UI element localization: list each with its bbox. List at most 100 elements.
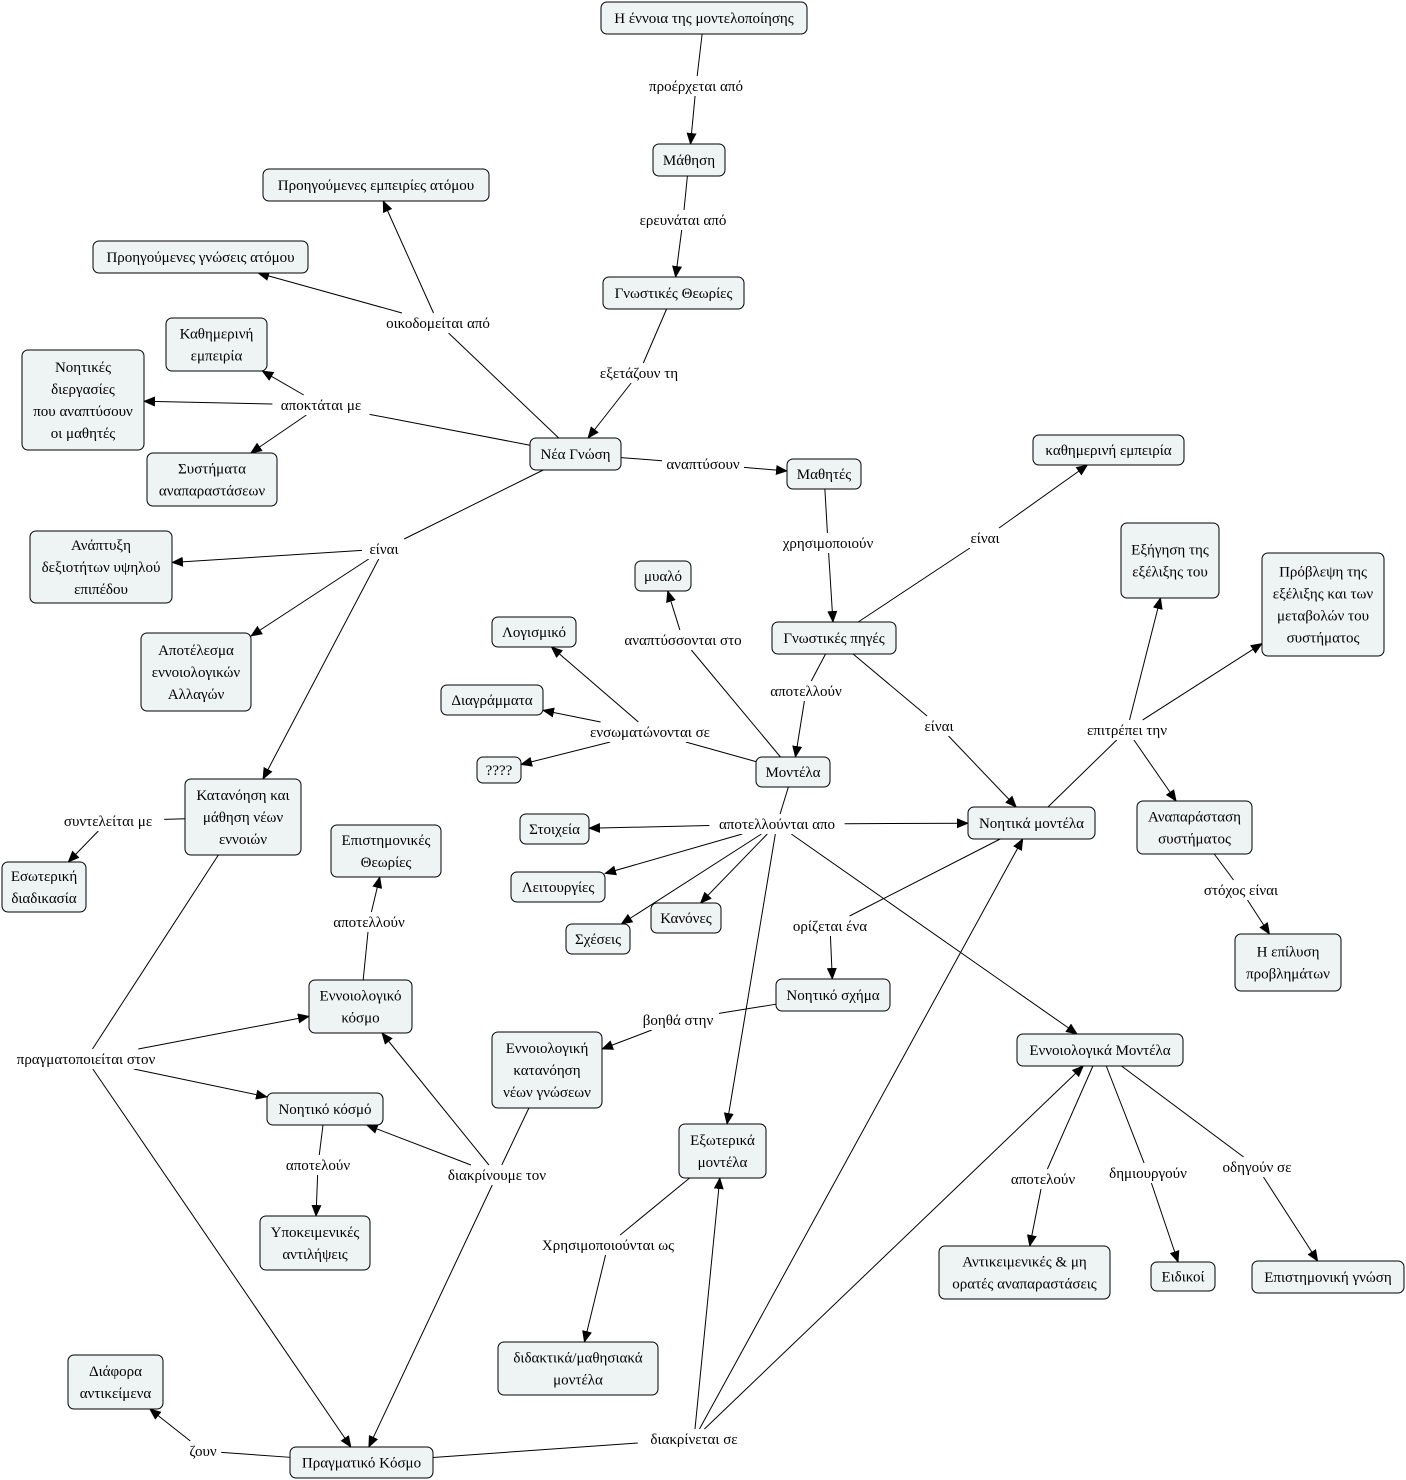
concept-node[interactable]: καθημερινή εμπειρία	[1032, 434, 1185, 466]
linking-phrase-text: ορίζεται ένα	[793, 919, 867, 935]
concept-box	[1234, 933, 1342, 992]
concept-node[interactable]: Σχέσεις	[565, 923, 631, 955]
concept-node[interactable]: Προηγούμενες γνώσεις ατόμου	[92, 240, 309, 274]
concept-node[interactable]: Νοητικό κόσμό	[266, 1092, 384, 1126]
concept-box	[519, 813, 590, 845]
connection-line	[779, 786, 789, 815]
concept-node[interactable]: Κανόνες	[650, 902, 722, 934]
connection-line	[369, 413, 531, 446]
concept-box	[1150, 1261, 1216, 1292]
concept-text-line: Νοητικές	[55, 360, 111, 376]
concept-node[interactable]: ????	[476, 756, 522, 784]
connection-line	[824, 488, 828, 534]
concept-text-line: καθημερινή εμπειρία	[1045, 443, 1171, 459]
connection-line	[501, 1107, 530, 1166]
connection-line	[448, 332, 560, 439]
connection-line	[171, 549, 363, 567]
concept-text-line: Νέα Γνώση	[541, 447, 611, 463]
linking-phrase-text: διακρίνουμε τον	[448, 1168, 546, 1184]
connection-line	[370, 876, 383, 913]
concept-node[interactable]: Πραγματικό Κόσμο	[289, 1446, 434, 1479]
connection-line	[382, 200, 434, 314]
connection-line	[520, 741, 611, 767]
concept-box	[771, 621, 897, 655]
concept-node[interactable]: Εννοιολογικά Μοντέλα	[1016, 1033, 1184, 1067]
concept-node[interactable]: μυαλό	[634, 560, 692, 592]
connection-line	[257, 271, 403, 314]
concept-node[interactable]: Γνωστικές Θεωρίες	[602, 276, 745, 310]
connection-line	[550, 646, 639, 723]
linking-phrase-text: αποκτάται με	[281, 398, 361, 414]
concept-text-line: κόσμο	[341, 1011, 379, 1027]
connection-line	[403, 469, 544, 540]
concept-text-line: Λειτουργίες	[522, 880, 595, 896]
connection-line	[542, 707, 601, 723]
connection-line	[826, 935, 837, 980]
concept-node[interactable]: Μαθητές	[786, 458, 862, 490]
connection-line	[723, 833, 776, 1125]
concept-node[interactable]: Στοιχεία	[519, 813, 590, 845]
concept-text-line: Διαγράμματα	[451, 693, 532, 709]
concept-text-line: Ειδικοί	[1161, 1270, 1204, 1286]
linking-phrase: αποτελούν	[281, 1156, 355, 1175]
linking-phrase: είναι	[918, 717, 960, 736]
connection-line	[696, 33, 703, 77]
concept-node[interactable]: Λογισμικό	[491, 616, 577, 648]
concept-box	[330, 824, 442, 878]
connection-lines	[67, 33, 1319, 1458]
concept-node[interactable]: Διαγράμματα	[440, 684, 544, 716]
concept-node[interactable]: Η έννοια της μοντελοποίησης	[600, 1, 808, 35]
concept-node[interactable]: Λειτουργίες	[510, 871, 606, 903]
concept-node[interactable]: Ειδικοί	[1150, 1261, 1216, 1292]
concept-box	[1016, 1033, 1184, 1067]
concept-node[interactable]: Μάθηση	[652, 143, 726, 177]
concept-text-line: μεταβολών του	[1277, 609, 1369, 625]
concept-node[interactable]: Νοητικό σχήμα	[775, 978, 891, 1012]
connection-line	[604, 833, 743, 876]
concept-text-line: Υποκειμενικές	[271, 1225, 360, 1241]
concept-node[interactable]: Επιστημονική γνώση	[1251, 1260, 1405, 1294]
concept-node[interactable]: Γνωστικές πηγές	[771, 621, 897, 655]
connection-line	[587, 382, 632, 439]
linking-phrase: ζουν	[185, 1442, 221, 1461]
concept-box	[967, 806, 1096, 840]
concept-node[interactable]: Μοντέλα	[755, 756, 831, 788]
linking-phrase: αποτελλούν	[329, 913, 409, 932]
concept-text-line: Εξωτερικά	[690, 1133, 755, 1149]
connection-line	[1026, 1188, 1042, 1247]
connection-line	[133, 1068, 268, 1100]
linking-phrase: είναι	[964, 529, 1006, 548]
concept-node[interactable]: Προηγούμενες εμπειρίες ατόμου	[262, 168, 490, 202]
connection-line	[261, 370, 304, 396]
concept-box	[266, 1092, 384, 1126]
connection-line	[143, 396, 273, 407]
linking-phrase-text: ενσωματώνονται σε	[590, 725, 710, 741]
linking-phrase: αποτελλούνται απο	[710, 815, 844, 834]
concept-node[interactable]: Νέα Γνώση	[529, 437, 622, 471]
linking-phrase-text: αποτελούν	[1011, 1172, 1075, 1188]
connection-line	[620, 833, 762, 925]
concept-node[interactable]: Νοητικά μοντέλα	[967, 806, 1096, 840]
concept-text-line: Εσωτερική	[11, 869, 78, 885]
concept-text-line: εννοιών	[219, 832, 267, 848]
